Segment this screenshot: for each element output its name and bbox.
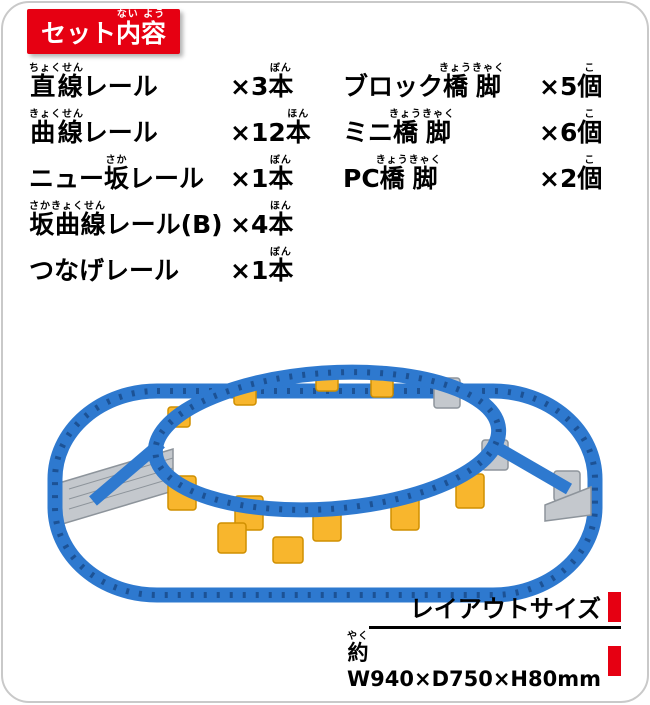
layout-size-label: レイアウトサイズ	[409, 595, 601, 623]
contents-list-right: ブロック橋脚きょうきゃく ×5個こ ミニ橋脚きょうきゃく ×6個こ PC橋脚きょ…	[343, 57, 623, 195]
contents-item-row: 坂曲線さかきょくせんレール(B) ×4本ほん	[29, 195, 343, 241]
layout-size-value: 約やくW940×D750×H80mm	[346, 631, 601, 691]
badge-text-pre: セット	[41, 19, 117, 48]
contents-list: 直線ちょくせんレール ×3本ぼん 曲線きょくせんレール ×12本ほん ニュー坂さ…	[3, 3, 647, 287]
red-accent-bar	[608, 646, 621, 676]
contents-item-row: ブロック橋脚きょうきゃく ×5個こ	[343, 57, 623, 103]
photo-area	[3, 293, 647, 623]
set-contents-badge: セット内容ない よう	[27, 9, 181, 54]
layout-size-value-line: 約やくW940×D750×H80mm	[347, 631, 621, 691]
item-quantity: ×3本ぼん	[230, 63, 294, 101]
item-quantity: ×12本ほん	[230, 109, 311, 147]
contents-item-row: PC橋脚きょうきゃく ×2個こ	[343, 149, 623, 195]
slope-rail-right	[489, 439, 573, 495]
item-quantity: ×1本ぼん	[230, 247, 294, 285]
layout-size-footer: レイアウトサイズ 約やくW940×D750×H80mm	[347, 589, 621, 691]
item-name: つなげレール	[29, 256, 180, 285]
item-name: 直線ちょくせんレール	[29, 63, 158, 101]
contents-item-row: つなげレール ×1本ぼん	[29, 241, 343, 287]
item-quantity: ×4本ほん	[230, 201, 294, 239]
layout-size-title-line: レイアウトサイズ	[369, 589, 621, 624]
contents-item-row: 直線ちょくせんレール ×3本ぼん	[29, 57, 343, 103]
item-name: ブロック橋脚きょうきゃく	[343, 63, 506, 101]
item-name: PC橋脚きょうきゃく	[343, 155, 442, 193]
track-layout-photo	[47, 364, 603, 603]
item-name: 坂曲線さかきょくせんレール(B)	[29, 201, 223, 239]
contents-item-row: ミニ橋脚きょうきゃく ×6個こ	[343, 103, 623, 149]
contents-item-row: 曲線きょくせんレール ×12本ほん	[29, 103, 343, 149]
item-quantity: ×1本ぼん	[230, 155, 294, 193]
divider	[369, 626, 621, 629]
item-name: ミニ橋脚きょうきゃく	[343, 109, 456, 147]
contents-list-left: 直線ちょくせんレール ×3本ぼん 曲線きょくせんレール ×12本ほん ニュー坂さ…	[29, 57, 343, 287]
item-quantity: ×5個こ	[539, 63, 603, 101]
badge-ruby: 内容ない よう	[116, 9, 167, 48]
slope-wedge	[544, 485, 592, 522]
item-quantity: ×6個こ	[539, 109, 603, 147]
item-quantity: ×2個こ	[539, 155, 603, 193]
contents-item-row: ニュー坂さかレール ×1本ぼん	[29, 149, 343, 195]
item-name: ニュー坂さかレール	[29, 155, 205, 193]
red-accent-bar	[608, 591, 621, 622]
item-name: 曲線きょくせんレール	[29, 109, 158, 147]
inner-loop-ties	[152, 369, 502, 513]
